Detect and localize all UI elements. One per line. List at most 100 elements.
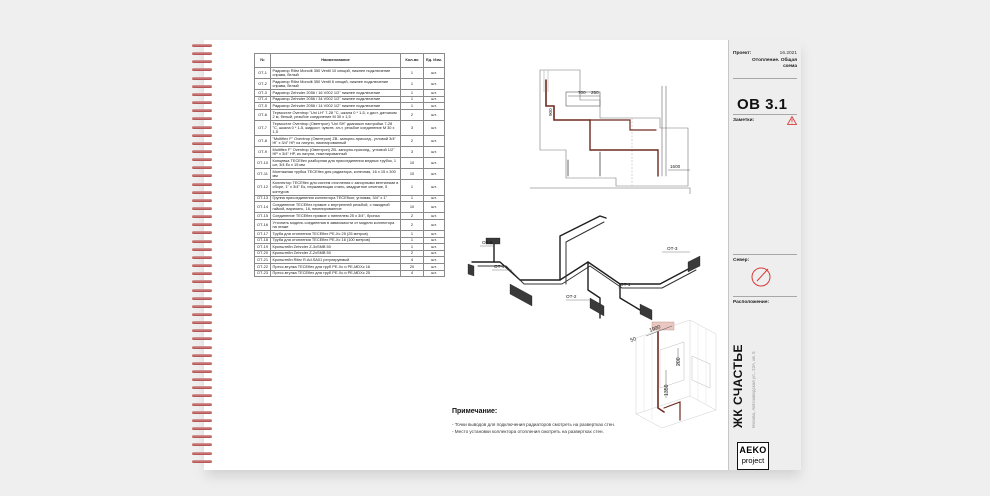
plan-pipe-drops	[567, 151, 601, 177]
spiral-ring	[192, 190, 212, 194]
plan-pipe-main	[545, 79, 591, 121]
project-label: Проект:	[733, 51, 752, 56]
logo-line-2: project	[741, 456, 765, 465]
spiral-ring	[192, 215, 212, 219]
north-label: Север:	[733, 258, 750, 263]
sheet-code: ОВ 3.1	[737, 96, 788, 113]
notes-label: Заметки:	[733, 118, 755, 123]
spiral-ring	[192, 255, 212, 259]
spiral-ring	[192, 141, 212, 145]
collector-box	[651, 321, 675, 331]
spiral-ring	[192, 149, 212, 153]
title-block-sidebar: Проект: 16.2021 Отопление. Общая схема О…	[728, 40, 801, 470]
spiral-ring	[192, 92, 212, 96]
radiators	[467, 237, 701, 321]
dim-900: 900	[548, 108, 553, 116]
row-unit: шт.	[423, 218, 445, 231]
radiator-ot4	[509, 283, 533, 307]
dim-line-1990	[645, 325, 673, 337]
row-name: Уточнить модель соединения в зависимости…	[270, 218, 401, 231]
spiral-ring	[192, 427, 212, 431]
spiral-ring	[192, 272, 212, 276]
spiral-binding	[192, 44, 214, 468]
divider-line	[733, 114, 797, 115]
plan-niche	[565, 91, 601, 107]
row-name: Радиатор Rifar Monolit 350 Ventil 6 секц…	[270, 78, 401, 91]
project-code: 16.2021	[779, 51, 797, 56]
iso-pipe-branch	[619, 283, 641, 311]
spiral-ring	[192, 345, 212, 349]
spiral-ring	[192, 125, 212, 129]
radiator-ot4-body	[509, 283, 533, 307]
spiral-ring	[192, 370, 212, 373]
spiral-ring	[192, 158, 212, 162]
spiral-ring	[192, 418, 212, 422]
spiral-ring	[192, 451, 212, 455]
spiral-ring	[192, 361, 212, 365]
spiral-ring	[192, 239, 212, 243]
table-header-row: № Наименование Кол-во Ед. Изм.	[254, 52, 445, 69]
spiral-ring	[192, 247, 212, 251]
spiral-ring	[192, 337, 212, 341]
dim-1990: 1990	[649, 324, 662, 334]
spiral-ring	[192, 68, 212, 72]
spiral-ring	[192, 264, 212, 268]
logo-line-1: AEKO	[739, 445, 767, 455]
room-pipe-bottom	[663, 401, 681, 421]
scheme-labels: ОТ-5 ОТ-4 ОТ-3 ОТ-2 ОТ-1	[480, 240, 690, 301]
row-unit: шт.	[423, 269, 445, 278]
plan-pipes	[545, 79, 667, 177]
room-cabinet	[691, 355, 711, 389]
room-isometric	[635, 319, 717, 429]
label-ot2: ОТ-2	[566, 294, 577, 299]
radiator-ot3	[687, 255, 701, 273]
plan-pipe-return	[589, 119, 657, 131]
room-dimensions: 1990 50 1350 200	[630, 324, 682, 398]
plan-outline	[539, 69, 689, 187]
row-qty: 1	[400, 78, 424, 91]
spiral-ring	[192, 280, 212, 284]
radiator-ot2-body	[589, 297, 605, 317]
spiral-ring	[192, 304, 212, 308]
spiral-ring	[192, 166, 212, 170]
header-unit: Ед. Изм.	[423, 52, 445, 69]
spiral-ring	[192, 133, 212, 137]
row-unit: шт.	[423, 119, 445, 137]
isometric-pipes	[471, 215, 697, 319]
radiator-top	[485, 237, 501, 245]
floor-plan-fragment	[530, 69, 691, 194]
label-ot5: ОТ-5	[482, 240, 493, 245]
spiral-ring	[192, 198, 212, 202]
row-code: ОТ-2	[254, 78, 271, 91]
address: Москва, Автозаводская ул., 23А, кв. 5	[751, 351, 756, 428]
label-ot4: ОТ-4	[494, 264, 505, 269]
company-logo: AEKO project	[737, 442, 769, 470]
dim-1600: 1600	[670, 164, 681, 169]
radiator-ot5	[467, 263, 475, 277]
plan-riser-lines	[661, 85, 667, 177]
spiral-ring	[192, 288, 212, 292]
divider-line	[733, 254, 797, 255]
note-line-1: - Точки выводов для подключения радиатор…	[452, 422, 616, 427]
spiral-ring	[192, 329, 212, 333]
iso-pipe-riser	[559, 215, 607, 281]
row-unit: шт.	[423, 78, 445, 91]
plan-wall	[530, 187, 691, 194]
spiral-ring	[192, 435, 212, 439]
notes-block: Примечание: - Точки выводов для подключе…	[452, 408, 712, 435]
row-name: Multiflex F" Oventrop (Овентроп) ZB- зап…	[270, 146, 401, 159]
spiral-ring	[192, 84, 212, 88]
room-pipes	[651, 321, 681, 421]
spiral-ring	[192, 402, 212, 406]
iso-pipe-riser-return	[565, 221, 605, 285]
row-unit: шт.	[423, 201, 445, 214]
project-title: Отопление. Общая схема	[752, 58, 797, 69]
